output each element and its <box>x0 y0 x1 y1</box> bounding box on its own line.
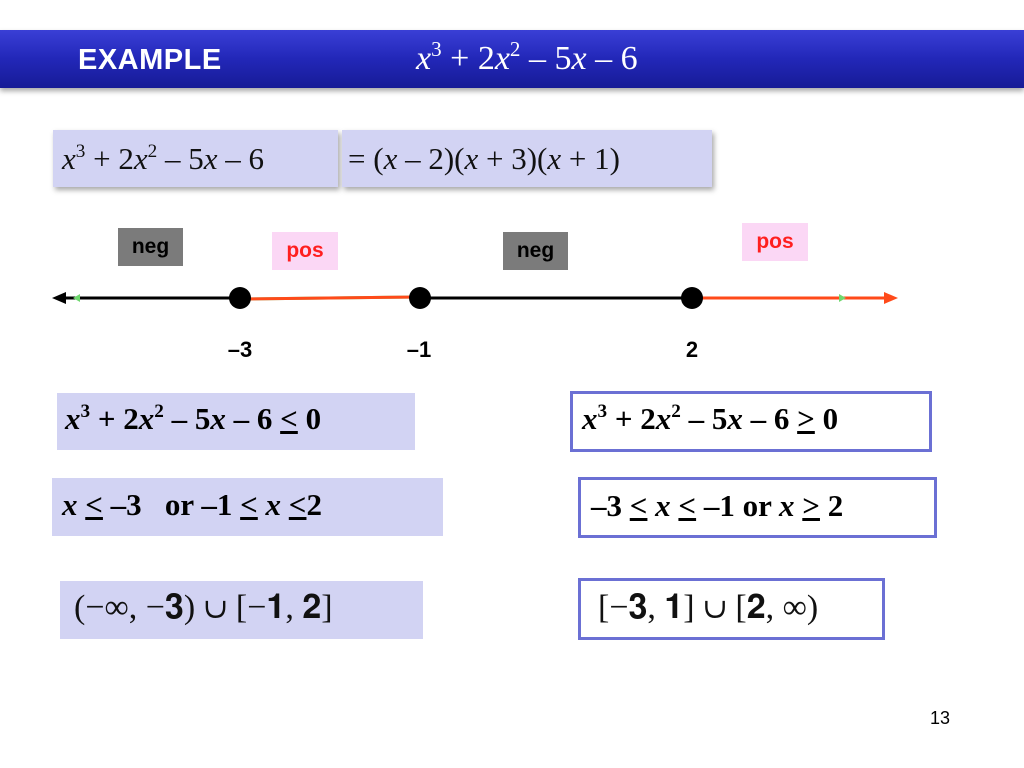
critical-point-label: 2 <box>685 337 699 362</box>
segment-positive-mid <box>239 295 421 301</box>
critical-point-label: –1 <box>406 337 432 362</box>
critical-point-dot <box>409 287 431 309</box>
inequality-ge-box: x3 + 2x2 – 5x – 6 > 0 <box>570 391 932 452</box>
inequality-ge-text: x3 + 2x2 – 5x – 6 > 0 <box>582 401 839 436</box>
solution-le-text: x < –3 or –1 < x <2 <box>62 487 322 522</box>
factored-form-text: = (x – 2)(x + 3)(x + 1) <box>348 141 620 176</box>
arrowhead-right <box>884 292 898 304</box>
interval-le-text: (−∞, −𝟑) ∪ [−𝟏, 𝟐] <box>74 589 333 626</box>
sign-label-interval-3: neg <box>503 232 568 270</box>
slide-title: EXAMPLE <box>78 44 222 76</box>
critical-point-dot <box>229 287 251 309</box>
page-number: 13 <box>930 708 951 728</box>
critical-point-dot <box>681 287 703 309</box>
critical-point-label: –3 <box>227 337 253 362</box>
green-tip-right <box>839 294 846 302</box>
arrowhead-left <box>52 292 66 304</box>
sign-label-interval-1: neg <box>118 228 183 266</box>
solution-ge-text: –3 < x < –1 or x > 2 <box>591 488 844 523</box>
sign-label-interval-2: pos <box>272 232 338 270</box>
polynomial-text: x3 + 2x2 – 5x – 6 <box>62 141 264 176</box>
title-expression: x3 + 2x2 – 5x – 6 <box>416 36 638 77</box>
green-tip-left <box>73 294 80 302</box>
number-line <box>52 287 898 309</box>
factored-form-box: = (x – 2)(x + 3)(x + 1) <box>342 130 712 187</box>
solution-ge-box: –3 < x < –1 or x > 2 <box>578 477 937 538</box>
interval-ge-text: [−𝟑, 𝟏] ∪ [𝟐, ∞) <box>598 589 819 626</box>
polynomial-box: x3 + 2x2 – 5x – 6 <box>53 130 338 187</box>
title-bar <box>0 30 1024 88</box>
inequality-le-box: x3 + 2x2 – 5x – 6 < 0 <box>57 393 415 450</box>
interval-ge-box: [−𝟑, 𝟏] ∪ [𝟐, ∞) <box>578 578 885 640</box>
solution-le-box: x < –3 or –1 < x <2 <box>52 478 443 536</box>
sign-label-interval-4: pos <box>742 223 808 261</box>
inequality-le-text: x3 + 2x2 – 5x – 6 < 0 <box>65 401 322 436</box>
interval-le-box: (−∞, −𝟑) ∪ [−𝟏, 𝟐] <box>60 581 423 639</box>
